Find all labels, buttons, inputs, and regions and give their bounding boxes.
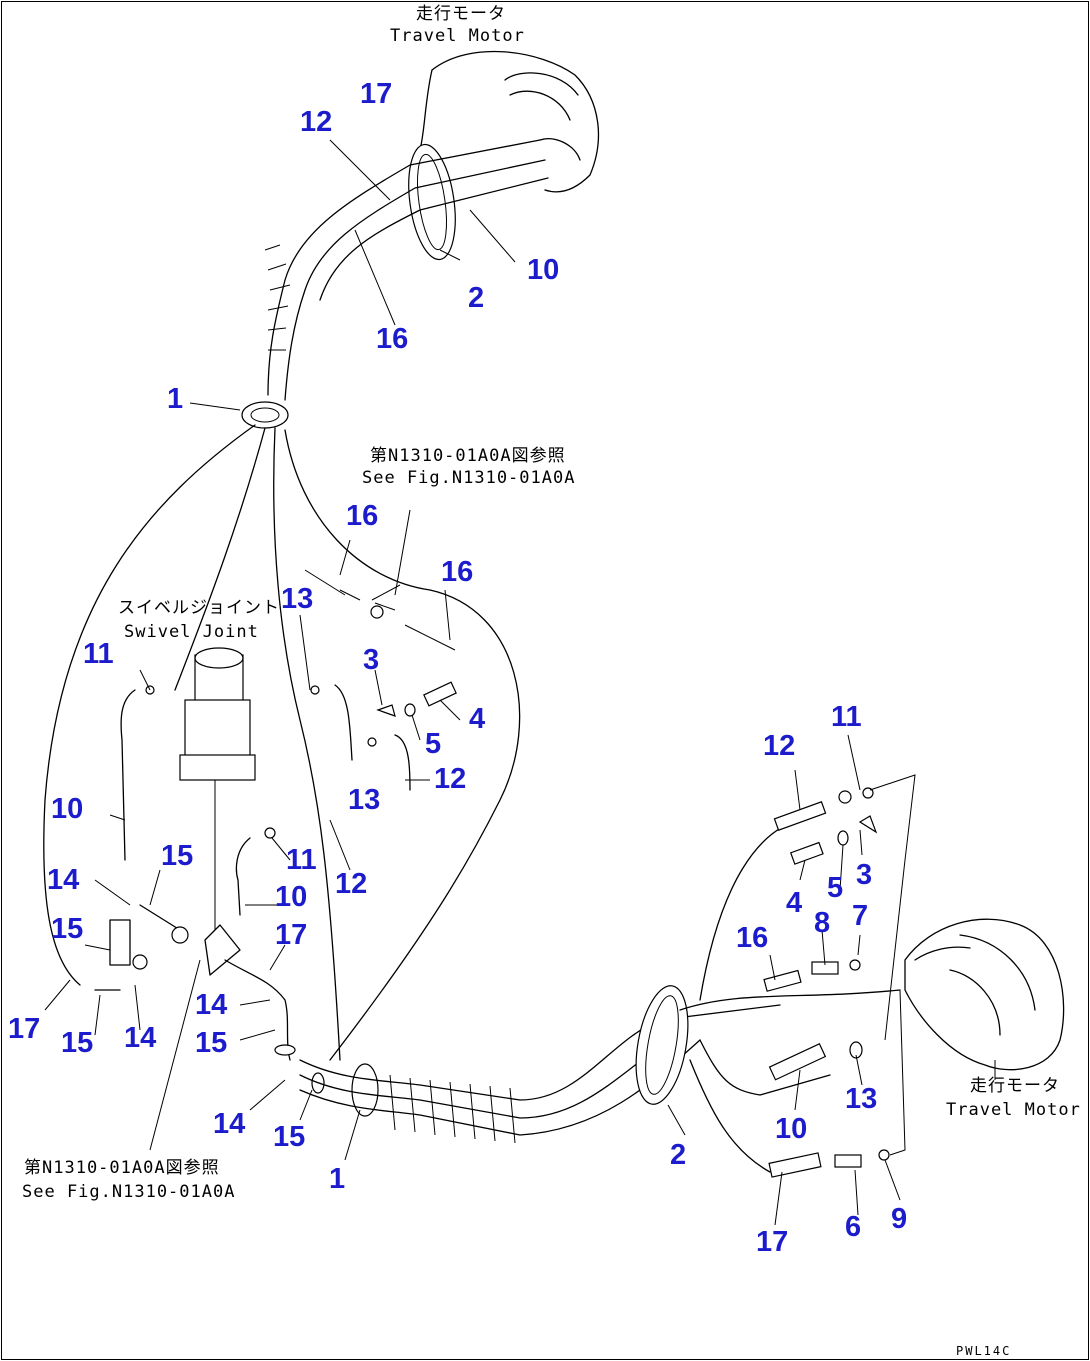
callout: 2 [670, 1139, 687, 1171]
callout: 7 [852, 900, 869, 932]
drawing-code: PWL14C [956, 1344, 1012, 1358]
callout: 9 [891, 1203, 908, 1235]
travel-motor-top-caption-jp: 走行モータ [416, 4, 506, 24]
travel-motor-top [419, 50, 600, 193]
reference-bottom-caption-en: See Fig.N1310-01A0A [22, 1182, 236, 1202]
callout: 12 [763, 730, 796, 762]
callout: 12 [300, 106, 333, 138]
travel-motor-right [904, 918, 1065, 1071]
callout: 15 [61, 1027, 94, 1059]
reference-bottom-caption-jp: 第N1310-01A0A図参照 [24, 1158, 220, 1178]
swivel-joint-caption-jp: スイベルジョイント [118, 598, 280, 618]
clamp-top [408, 143, 456, 261]
callout: 4 [469, 703, 486, 735]
grommet-top [241, 401, 289, 429]
callout: 5 [827, 872, 844, 904]
callout: 14 [195, 989, 228, 1021]
swivel-joint-caption-en: Swivel Joint [124, 622, 259, 642]
callout: 10 [527, 254, 560, 286]
callout: 16 [346, 500, 379, 532]
callout: 1 [167, 383, 184, 415]
callout: 10 [51, 793, 84, 825]
callout: 17 [360, 78, 393, 110]
callout: 1 [329, 1163, 346, 1195]
callout: 8 [814, 907, 831, 939]
travel-motor-right-caption-en: Travel Motor [946, 1100, 1081, 1120]
callout: 10 [275, 881, 308, 913]
callout: 17 [275, 919, 308, 951]
callout: 13 [281, 583, 314, 615]
callout: 3 [363, 644, 380, 676]
callout: 12 [335, 868, 368, 900]
callout: 15 [161, 840, 194, 872]
callout: 16 [736, 922, 769, 954]
reference-top-caption-jp: 第N1310-01A0A図参照 [370, 446, 566, 466]
callout: 14 [47, 864, 80, 896]
callout: 2 [468, 282, 485, 314]
travel-motor-right-caption-jp: 走行モータ [970, 1076, 1060, 1096]
callout: 6 [845, 1211, 862, 1243]
callout: 15 [273, 1121, 306, 1153]
callout: 4 [786, 887, 803, 919]
callout: 12 [434, 763, 467, 795]
callout: 11 [83, 638, 114, 670]
callout: 14 [213, 1108, 246, 1140]
callout: 5 [425, 728, 442, 760]
travel-motor-top-caption-en: Travel Motor [390, 26, 525, 46]
callout: 16 [441, 556, 474, 588]
callout: 15 [51, 913, 84, 945]
callout: 13 [348, 784, 381, 816]
swivel-joint [179, 647, 256, 930]
grommet-lower [351, 1063, 379, 1117]
callout: 11 [286, 844, 317, 876]
callout: 15 [195, 1027, 228, 1059]
callout: 10 [775, 1113, 808, 1145]
reference-top-caption-en: See Fig.N1310-01A0A [362, 468, 576, 488]
callout: 17 [756, 1226, 789, 1258]
callout: 16 [376, 323, 409, 355]
callout: 14 [124, 1022, 157, 1054]
callout: 11 [831, 701, 862, 733]
callout: 13 [845, 1083, 878, 1115]
callout: 3 [856, 859, 873, 891]
callout: 17 [8, 1013, 41, 1045]
clamp-lower [635, 985, 689, 1105]
